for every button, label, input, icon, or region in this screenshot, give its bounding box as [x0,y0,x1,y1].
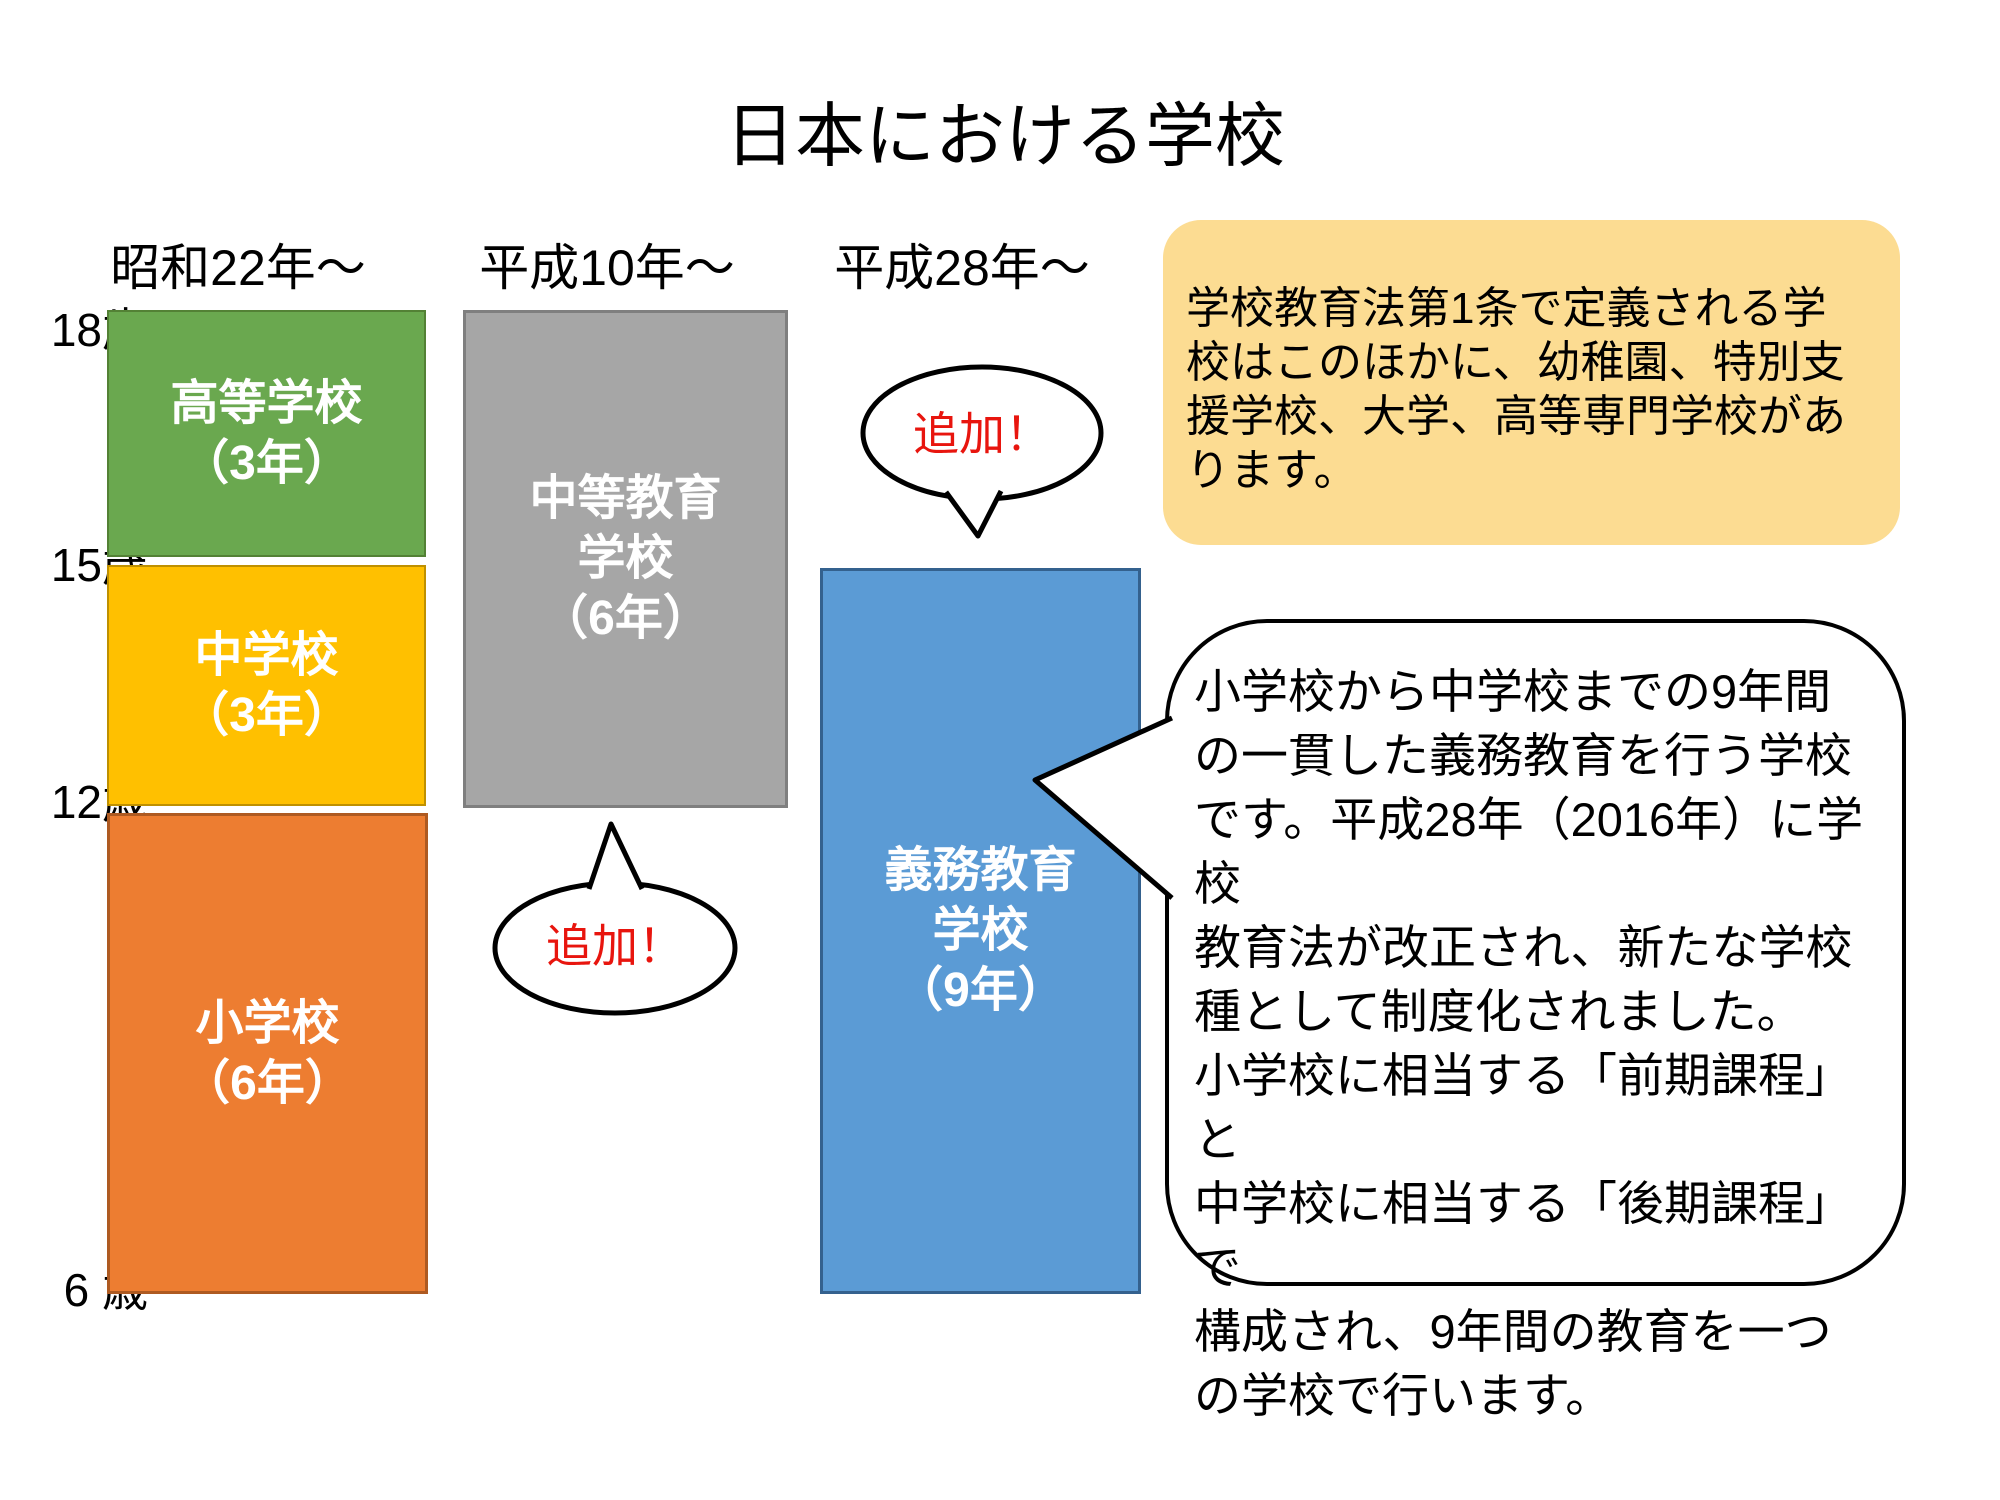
box-label-shougakkou: 小学校 （6年） [182,996,353,1110]
box-label-koutou-gakkou: 高等学校 （3年） [170,376,363,490]
box-label-gimu-kyouiku-gakkou: 義務教育 学校 （9年） [884,844,1077,1017]
law-note-text: 学校教育法第1条で定義される学 校はこのほかに、幼稚園、特別支 援学校、大学、高… [1186,284,1846,495]
box-chuutou-kyouiku-gakkou: 中等教育 学校 （6年） [463,310,788,808]
box-label-chuugakkou: 中学校 （3年） [181,628,352,742]
callout-text-chuto-added: 追加！ [546,920,684,972]
box-gimu-kyouiku-gakkou: 義務教育 学校 （9年） [820,568,1141,1294]
callout-bubble-chuto [492,821,738,1016]
column-header-showa22: 昭和22年～ [110,240,366,296]
box-koutou-gakkou: 高等学校 （3年） [107,310,426,557]
callout-text-gimu-added: 追加！ [913,408,1051,460]
box-label-chuutou-kyouiku-gakkou: 中等教育 学校 （6年） [529,472,722,645]
column-header-heisei10: 平成10年～ [479,240,735,296]
page-title: 日本における学校 [725,97,1285,175]
law-note-box [1163,220,1900,545]
box-chuugakkou: 中学校 （3年） [107,565,426,806]
box-shougakkou: 小学校 （6年） [107,813,428,1294]
speech-bubble-text: 小学校から中学校までの9年間 の一貫した義務教育を行う学校 です。平成28年（2… [1194,665,1864,1422]
column-header-heisei28: 平成28年～ [834,240,1090,296]
